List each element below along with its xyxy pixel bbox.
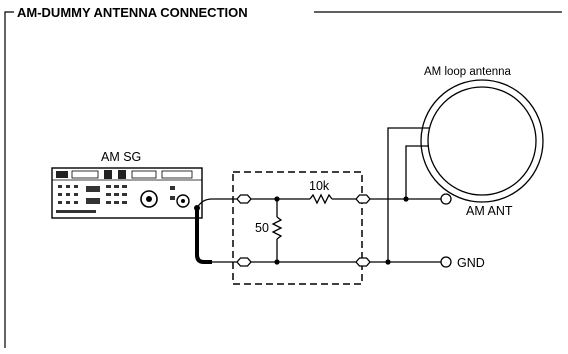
shunt-resistor — [271, 199, 283, 262]
loop-antenna-label: AM loop antenna — [424, 66, 512, 78]
loop-antenna — [387, 79, 544, 262]
am-ant-terminal — [440, 193, 452, 205]
resistor-50-label: 50 — [255, 221, 269, 235]
am-sg-device: AM SG — [51, 150, 203, 219]
diagram-title: AM-DUMMY ANTENNA CONNECTION — [17, 5, 248, 20]
terminal-nodes — [236, 194, 371, 267]
diagram-frame — [4, 11, 562, 348]
resistor-10k-label: 10k — [309, 179, 330, 193]
am-ant-label: AM ANT — [466, 204, 513, 218]
gnd-label: GND — [457, 256, 485, 270]
gnd-terminal — [440, 256, 452, 268]
top-rail — [247, 193, 406, 205]
coax-cable — [195, 208, 212, 264]
sg-label: AM SG — [101, 150, 141, 164]
dummy-antenna-box — [232, 171, 363, 285]
